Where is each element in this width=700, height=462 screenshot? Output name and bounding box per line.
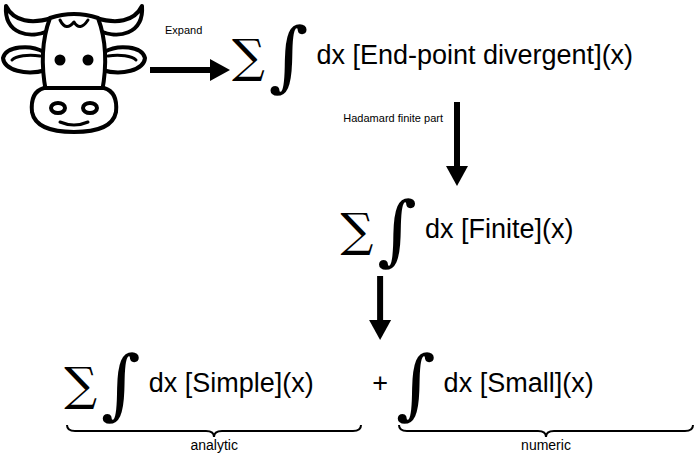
integral-symbol: ∫	[101, 346, 141, 422]
formula-row: +	[364, 344, 396, 424]
formula-node: ∑∫dx [Simple](x)analytic+∫dx [Small](x)n…	[64, 344, 696, 453]
flow-arrow	[454, 102, 460, 166]
formula-group: ∑∫ dx [Simple](x) analytic	[64, 344, 364, 453]
formula-group: +	[364, 344, 396, 424]
formula-group: ∫ dx [Small](x) numeric	[396, 344, 696, 453]
formula-text: dx [Simple](x)	[149, 369, 314, 399]
integral-symbol: ∫	[377, 192, 417, 268]
formula-row: ∑∫ dx [Simple](x)	[64, 344, 364, 424]
formula-text: dx [End-point divergent](x)	[316, 41, 633, 71]
underbrace-path	[67, 425, 361, 437]
formula-text: dx [Small](x)	[444, 369, 594, 399]
flow-arrow	[377, 276, 383, 320]
underbrace	[396, 424, 696, 438]
formula-group: ∑∫dx [End-point divergent](x)	[232, 16, 633, 96]
sum-symbol: ∑	[64, 361, 97, 407]
formula-group: ∑∫ dx [Finite](x)	[341, 190, 574, 270]
integral-symbol: ∫	[269, 18, 309, 94]
formula-row: ∑∫dx [End-point divergent](x)	[232, 16, 633, 96]
sum-symbol: ∑	[341, 207, 374, 253]
formula-row: ∫ dx [Small](x)	[396, 344, 696, 424]
arrow-label: Expand	[163, 24, 204, 37]
formula-text: dx [Finite](x)	[425, 215, 574, 245]
underbrace-label: numeric	[396, 438, 696, 453]
edge-label: Hadamard finite part	[341, 112, 445, 125]
integral-symbol: ∫	[396, 346, 436, 422]
formula-node: ∑∫dx [End-point divergent](x)	[232, 16, 633, 96]
formula-row: ∑∫ dx [Finite](x)	[341, 190, 574, 270]
plus-sign: +	[372, 369, 388, 399]
underbrace-label: analytic	[64, 438, 364, 453]
formula-node: ∑∫ dx [Finite](x)	[341, 190, 574, 270]
sum-symbol: ∑	[232, 33, 265, 79]
underbrace	[64, 424, 364, 438]
underbrace-path	[399, 425, 693, 437]
